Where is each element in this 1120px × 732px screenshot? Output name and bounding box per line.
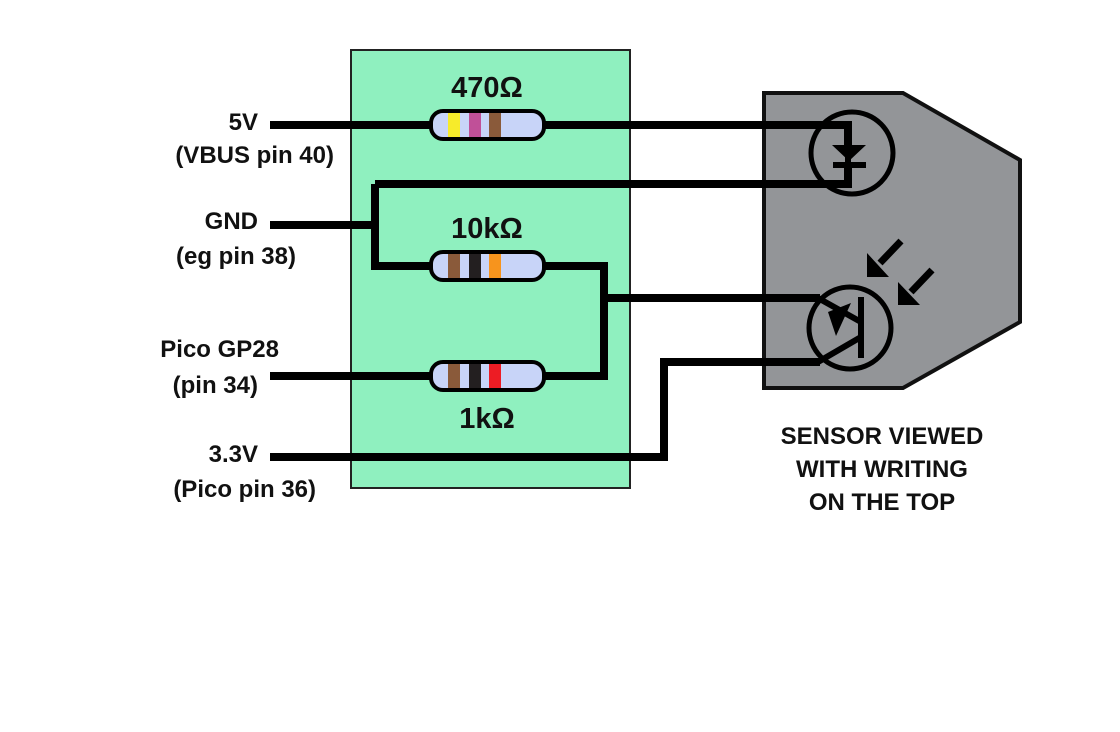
wires: [270, 121, 852, 461]
pin-labels: 5V (VBUS pin 40) GND (eg pin 38) Pico GP…: [160, 109, 334, 503]
pin-5v-sublabel: (VBUS pin 40): [175, 142, 334, 169]
light-arrows-icon: [867, 238, 935, 305]
led-symbol: [808, 109, 896, 197]
resistor-10k: [429, 250, 546, 282]
phototransistor-symbol: [806, 238, 935, 372]
resistor-band: [489, 113, 501, 137]
pin-3v3-label: 3.3V: [209, 441, 258, 468]
resistor-470-label: 470Ω: [451, 72, 523, 104]
sensor-note-line2: WITH WRITING: [796, 456, 968, 483]
pin-gnd-label: GND: [205, 208, 258, 235]
resistor-band: [448, 364, 460, 388]
resistor-1k-label: 1kΩ: [459, 403, 515, 435]
wire-10k-to-collector: [540, 262, 820, 380]
resistor-band: [489, 254, 501, 278]
pin-3v3-sublabel: (Pico pin 36): [173, 476, 316, 503]
pin-5v-label: 5V: [229, 109, 258, 136]
sensor-note-line3: ON THE TOP: [809, 489, 955, 516]
resistor-band: [469, 364, 481, 388]
resistor-10k-label: 10kΩ: [451, 213, 523, 245]
resistor-body: [429, 360, 546, 392]
resistor-1k: [429, 360, 546, 392]
pin-gp28-sublabel: (pin 34): [173, 372, 258, 399]
resistor-body: [429, 109, 546, 141]
resistor-band: [448, 254, 460, 278]
sensor-body: [762, 91, 1022, 390]
pin-gnd-sublabel: (eg pin 38): [176, 243, 296, 270]
resistor-band: [469, 113, 481, 137]
pin-gp28-label: Pico GP28: [160, 336, 279, 363]
sensor-note-line1: SENSOR VIEWED: [781, 423, 984, 450]
resistor-470: [429, 109, 546, 141]
transistor-circle: [806, 284, 894, 372]
resistors: [429, 109, 546, 392]
resistor-band: [469, 254, 481, 278]
led-diode-icon: [832, 145, 866, 161]
resistor-band: [489, 364, 501, 388]
wire-3v3: [270, 358, 820, 461]
led-circle: [808, 109, 896, 197]
resistor-band: [448, 113, 460, 137]
emitter-arrow-icon: [828, 303, 851, 336]
resistor-body: [429, 250, 546, 282]
